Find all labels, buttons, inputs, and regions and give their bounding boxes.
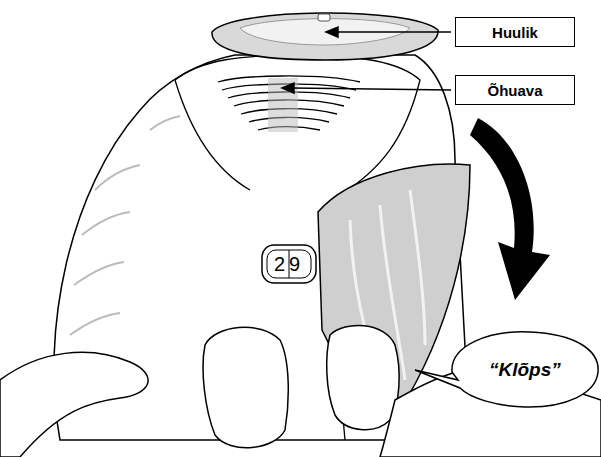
part-name: Huulik: [492, 24, 538, 41]
front-face-edge: [175, 80, 250, 190]
direction-arrow: [470, 118, 550, 300]
mouthpiece: [212, 13, 438, 60]
hand: [0, 325, 601, 457]
vent-shade: [268, 78, 298, 132]
counter-window: [262, 245, 316, 283]
click-bubble: [415, 332, 598, 407]
mouthpiece-slot: [318, 14, 330, 21]
leader-lines: [282, 27, 451, 93]
part-name: Õhuava: [487, 82, 542, 99]
counter-inner: [267, 250, 311, 278]
label-box: Õhuava: [455, 75, 575, 105]
callout-text: “Klõps”: [489, 359, 561, 381]
grip-ridges: [70, 116, 180, 335]
label-box: Huulik: [455, 17, 575, 47]
counter-number: 29: [274, 253, 304, 276]
